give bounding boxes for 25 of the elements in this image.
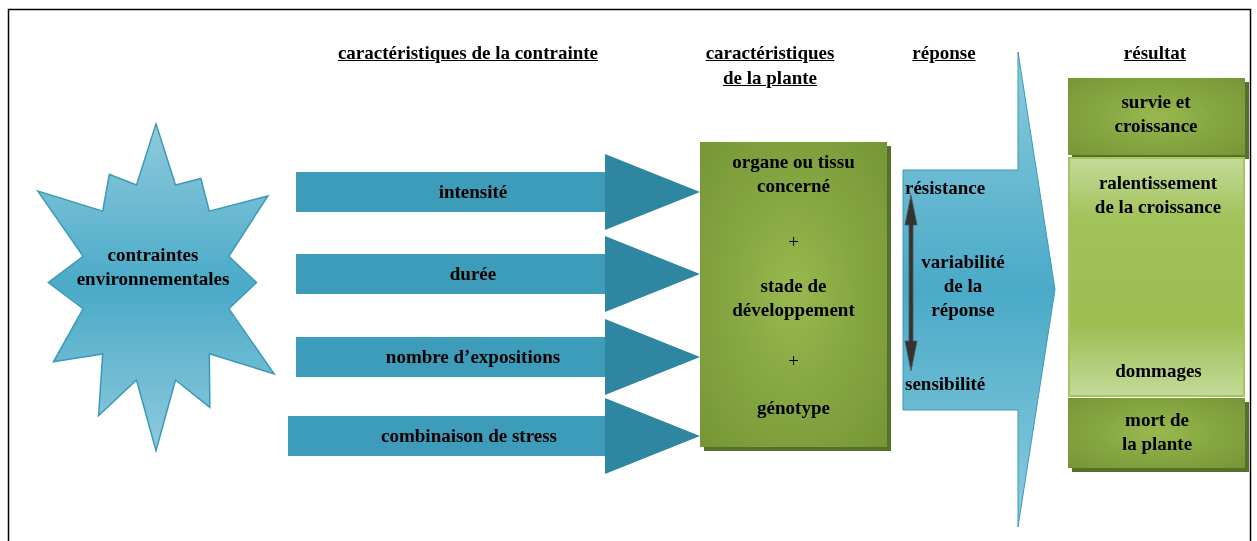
edge-label: intensité bbox=[438, 180, 508, 204]
node-text: dommages bbox=[1114, 359, 1203, 383]
node-text: stade de développement bbox=[731, 274, 856, 322]
block-arrow bbox=[296, 154, 700, 230]
column-heading: caractéristiques de la contrainte bbox=[336, 41, 600, 65]
block-arrow bbox=[296, 319, 700, 395]
edge-label: combinaison de stress bbox=[381, 424, 557, 448]
node-text: contraintes environnementales bbox=[75, 243, 231, 291]
edge-label: durée bbox=[449, 262, 497, 286]
block-arrow bbox=[288, 398, 700, 474]
plus-sign: + bbox=[787, 230, 800, 254]
column-heading: caractéristiques de la plante bbox=[704, 41, 836, 90]
column-heading: résultat bbox=[1122, 41, 1188, 65]
node-text: résistance bbox=[905, 176, 987, 200]
node-text: organe ou tissu concerné bbox=[731, 150, 856, 198]
node-text: mort de la plante bbox=[1120, 408, 1194, 456]
node-text: survie et croissance bbox=[1113, 90, 1199, 138]
column-heading: réponse bbox=[911, 41, 977, 65]
node-text: variabilité de la réponse bbox=[920, 250, 1006, 322]
plus-sign: + bbox=[787, 349, 800, 373]
edge-label: nombre d’expositions bbox=[385, 345, 561, 369]
node-text: génotype bbox=[756, 396, 831, 420]
result-box bbox=[1068, 157, 1245, 397]
node-text: ralentissement de la croissance bbox=[1093, 171, 1223, 219]
node-text: sensibilité bbox=[905, 372, 987, 396]
